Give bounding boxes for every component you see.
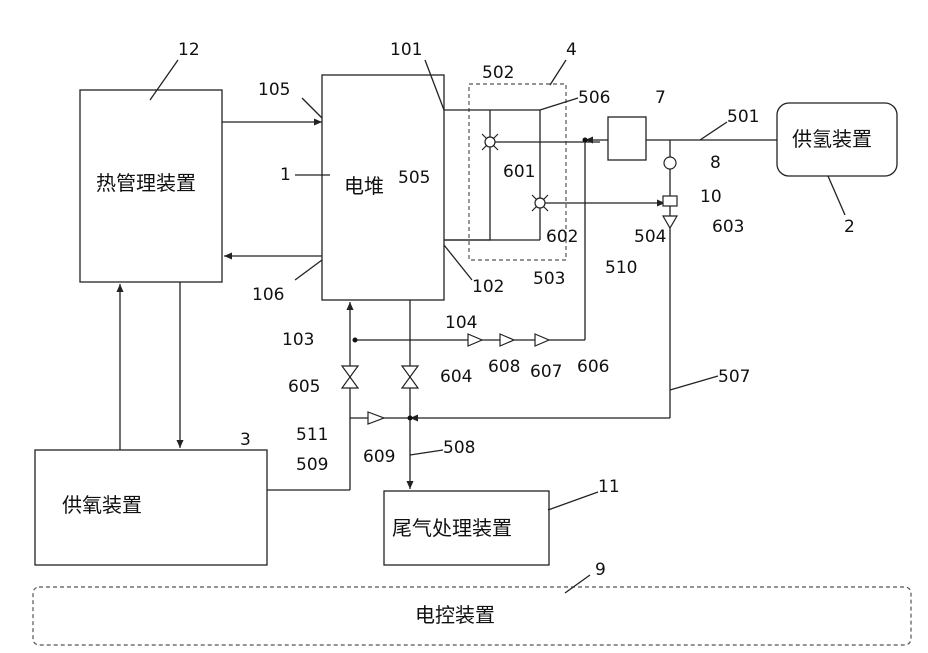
pump-8-icon: [664, 157, 676, 169]
label-510: 510: [605, 258, 637, 278]
leader-501: [700, 122, 727, 140]
label-101: 101: [390, 40, 422, 60]
label-609: 609: [363, 447, 395, 467]
component-7-box: [608, 117, 646, 160]
component-10-icon: [663, 196, 677, 206]
label-509: 509: [296, 455, 328, 475]
leader-11: [548, 492, 598, 510]
control-unit-label: 电控装置: [415, 603, 495, 627]
label-505: 505: [398, 168, 430, 188]
label-2: 2: [844, 217, 855, 237]
label-502: 502: [482, 63, 514, 83]
label-604: 604: [440, 367, 472, 387]
label-105: 105: [258, 80, 290, 100]
label-606: 606: [577, 357, 609, 377]
valve-601-body: [485, 137, 495, 147]
leader-4: [550, 60, 566, 85]
label-1: 1: [280, 165, 291, 185]
label-508: 508: [443, 438, 475, 458]
label-102: 102: [472, 277, 504, 297]
label-507: 507: [718, 367, 750, 387]
valve-608-icon: [468, 334, 482, 346]
label-602: 602: [546, 227, 578, 247]
label-605: 605: [288, 377, 320, 397]
valve-604-icon: [402, 366, 418, 388]
valve-602-body: [535, 198, 545, 208]
leader-102: [444, 245, 472, 280]
junction-dot: [583, 138, 588, 143]
label-603: 603: [712, 217, 744, 237]
junction-dot: [408, 416, 413, 421]
leader-507: [670, 376, 718, 390]
label-601: 601: [503, 162, 535, 182]
stack-label: 电堆: [344, 174, 384, 198]
label-4: 4: [566, 40, 577, 60]
exhaust-treatment-label: 尾气处理装置: [392, 516, 512, 540]
label-608: 608: [488, 357, 520, 377]
leader-508: [410, 450, 443, 455]
label-501: 501: [727, 107, 759, 127]
label-506: 506: [578, 88, 610, 108]
valve-605-icon: [342, 366, 358, 388]
leader-2: [828, 176, 845, 215]
label-511: 511: [296, 425, 328, 445]
valve-609-icon: [368, 412, 384, 424]
label-503: 503: [533, 269, 565, 289]
leader-9: [565, 575, 590, 593]
label-7: 7: [655, 88, 666, 108]
leader-106: [295, 260, 322, 280]
label-607: 607: [530, 362, 562, 382]
label-8: 8: [710, 153, 721, 173]
label-504: 504: [634, 227, 666, 247]
label-12: 12: [178, 40, 200, 60]
label-9: 9: [595, 560, 606, 580]
label-10: 10: [700, 187, 722, 207]
label-103: 103: [282, 330, 314, 350]
label-106: 106: [252, 285, 284, 305]
label-11: 11: [598, 477, 620, 497]
oxygen-supply-label: 供氧装置: [62, 493, 142, 517]
label-104: 104: [445, 313, 477, 333]
leader-506: [540, 98, 578, 110]
pipe-503: [444, 110, 490, 240]
label-3: 3: [240, 430, 251, 450]
hydrogen-supply-label: 供氢装置: [792, 127, 872, 151]
valve-607-icon: [500, 334, 514, 346]
leader-105: [302, 98, 322, 118]
thermal-management-label: 热管理装置: [96, 171, 196, 195]
junction-dot: [353, 338, 358, 343]
valve-606-icon: [535, 334, 549, 346]
